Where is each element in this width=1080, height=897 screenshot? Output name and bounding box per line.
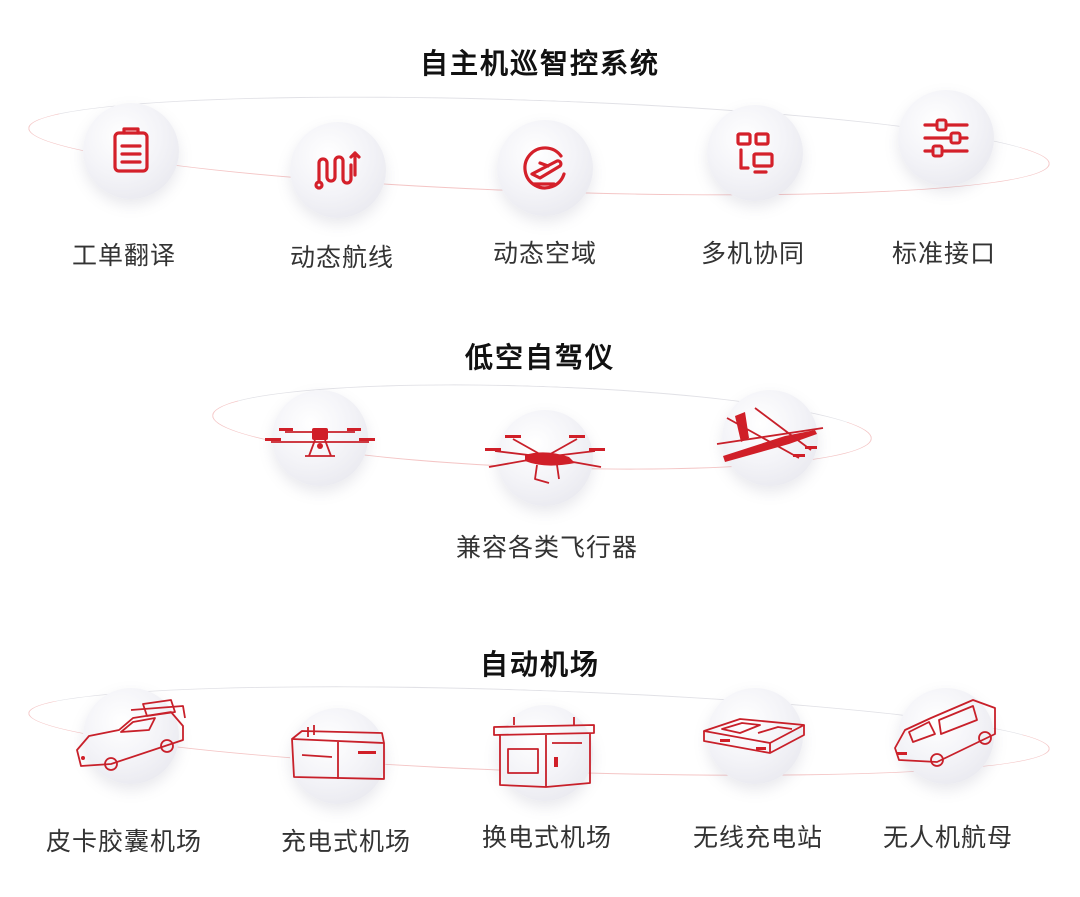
circle-carrier-van[interactable] — [894, 688, 996, 784]
circle-sliders[interactable] — [898, 90, 994, 186]
circle-hexacopter[interactable] — [485, 410, 605, 506]
label-control-0: 工单翻译 — [71, 241, 176, 270]
airspace-plane-icon — [523, 146, 566, 190]
drone-carrier-van-icon — [894, 699, 996, 767]
label-control-1: 动态航线 — [289, 243, 394, 272]
hexacopter-drone-icon — [485, 435, 605, 484]
charging-hangar-icon — [291, 725, 385, 780]
fixed-wing-vtol-icon — [716, 407, 824, 462]
section-title-autopilot: 低空自驾仪 — [464, 341, 615, 374]
circle-clipboard[interactable] — [83, 103, 179, 199]
label-airport-2: 换电式机场 — [481, 823, 612, 852]
multi-device-icon — [736, 132, 774, 174]
label-airport-4: 无人机航母 — [882, 823, 1013, 852]
sliders-icon — [923, 118, 969, 158]
clipboard-icon — [113, 127, 149, 173]
circle-pickup[interactable] — [76, 688, 186, 784]
circle-battery-swap[interactable] — [493, 705, 595, 801]
pickup-truck-hangar-icon — [76, 699, 186, 771]
quadcopter-drone-icon — [265, 428, 375, 457]
label-control-3: 多机协同 — [700, 239, 805, 268]
circle-wireless-pad[interactable] — [703, 688, 805, 784]
wireless-charging-pad-icon — [703, 718, 805, 754]
circle-fixed-wing[interactable] — [716, 390, 824, 486]
circle-charging-hangar[interactable] — [290, 708, 386, 804]
label-airport-0: 皮卡胶囊机场 — [45, 827, 202, 856]
route-icon — [314, 151, 361, 190]
autopilot-caption: 兼容各类飞行器 — [455, 533, 638, 562]
label-control-4: 标准接口 — [891, 239, 996, 268]
battery-swap-hangar-icon — [493, 717, 595, 788]
section-title-control: 自主机巡智控系统 — [419, 47, 660, 80]
circle-quadcopter[interactable] — [265, 390, 375, 486]
label-airport-3: 无线充电站 — [692, 823, 823, 852]
label-control-2: 动态空域 — [492, 239, 597, 268]
label-airport-1: 充电式机场 — [280, 827, 411, 856]
circle-route[interactable] — [290, 122, 386, 218]
section-title-airport: 自动机场 — [479, 648, 600, 681]
circle-multi-device[interactable] — [707, 105, 803, 201]
circle-airspace[interactable] — [497, 120, 593, 216]
